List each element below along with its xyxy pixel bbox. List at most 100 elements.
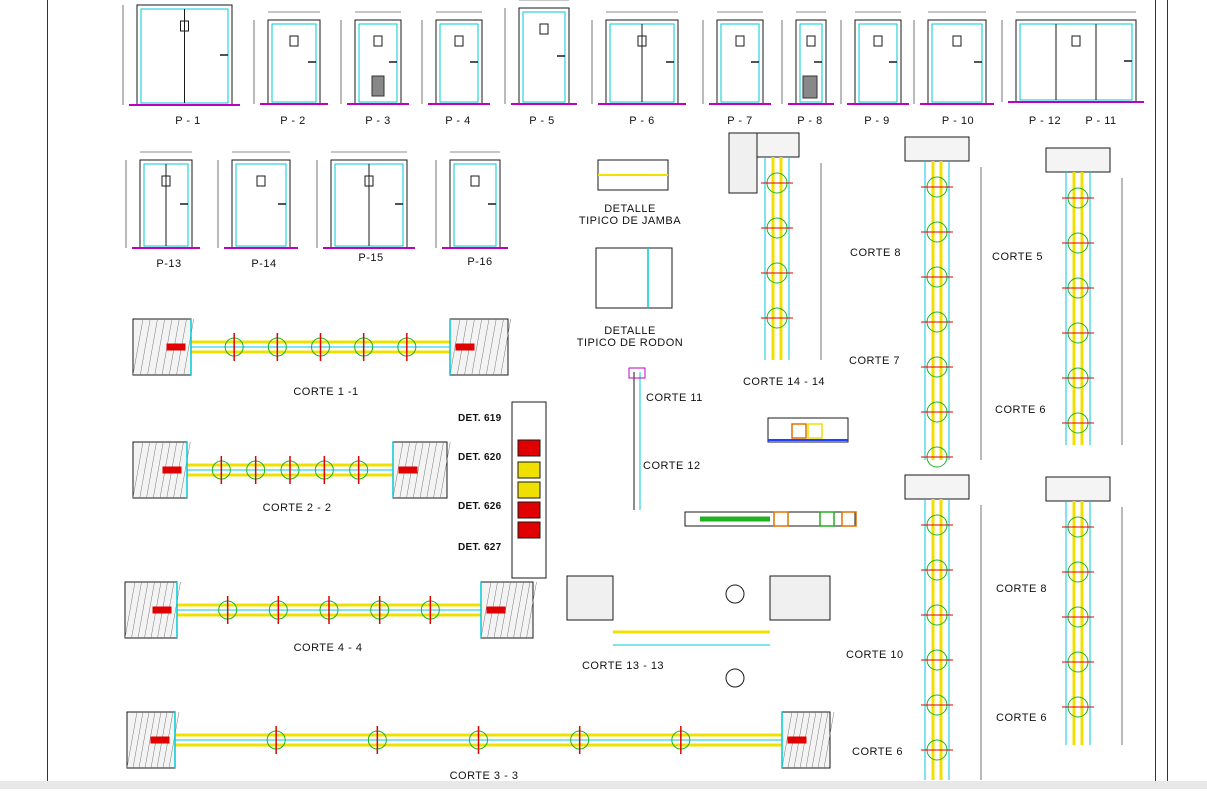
det-small (767, 417, 849, 443)
door-kick-panel (802, 75, 818, 99)
sheet-border-right-2 (1167, 0, 1168, 781)
door-vision-panel (454, 35, 464, 47)
door-leaf (1019, 23, 1133, 101)
section-label-c6c: CORTE 6 (996, 712, 1047, 724)
anchor (486, 606, 506, 614)
wall-hatch (154, 318, 165, 376)
detail-rodon-label: DETALLE TIPICO DE RODON (576, 325, 684, 349)
door-vision-panel (873, 35, 883, 47)
wall-hatch (506, 581, 518, 639)
section-label-c2: CORTE 2 - 2 (262, 502, 332, 514)
wall-hatch (817, 711, 829, 769)
wall-hatch (138, 711, 150, 769)
anchor (162, 466, 182, 474)
wall-hatch (147, 318, 158, 376)
door-leaf (522, 11, 566, 103)
door-vision-panel (637, 35, 647, 47)
slab-section (754, 132, 800, 158)
section-label-c13: CORTE 13 - 13 (581, 660, 665, 672)
anchor (398, 466, 418, 474)
wall-hatch (480, 581, 492, 639)
det-block-orange (791, 423, 807, 439)
door-frame (1015, 19, 1137, 103)
det-block (517, 521, 541, 539)
mullion-strip (684, 511, 856, 527)
det-label-627: DET. 627 (458, 542, 502, 553)
wall-hatch (146, 441, 157, 499)
column-section (566, 575, 614, 621)
door-label-p10: P - 10 (941, 115, 975, 127)
wall-hatch (170, 581, 181, 639)
det-block-green (819, 511, 835, 527)
anchor (150, 736, 170, 744)
wall-hatch (180, 441, 191, 499)
door-leaf (931, 23, 983, 103)
wall-hatch (139, 441, 150, 499)
wall-hatch (168, 711, 180, 769)
door-label-p16: P-16 (467, 256, 493, 268)
section-label-c11: CORTE 11 (646, 392, 703, 404)
wall-hatch (392, 441, 404, 499)
column-section (769, 575, 831, 621)
wall-hatch (471, 318, 482, 376)
door-leaf (358, 23, 398, 103)
slab-section (1045, 147, 1111, 173)
det-label-619: DET. 619 (458, 413, 502, 424)
door-vision-panel (1071, 35, 1081, 47)
wall-hatch (823, 711, 835, 769)
wall-hatch (124, 581, 136, 639)
door-label-p15: P-15 (358, 252, 384, 264)
door-label-p11: P - 11 (1085, 115, 1117, 127)
wall-hatch (500, 318, 511, 376)
wall-hatch (132, 711, 144, 769)
door-label-p5: P - 5 (529, 115, 555, 127)
pipe-section (725, 668, 745, 688)
door-label-p7: P - 7 (727, 115, 753, 127)
door-leaf (453, 163, 497, 247)
door-label-p8: P - 8 (797, 115, 823, 127)
section-label-c1: CORTE 1 -1 (293, 386, 359, 398)
section-label-c7: CORTE 7 (849, 355, 900, 367)
section-label-c8a: CORTE 8 (850, 247, 901, 259)
wall-hatch (132, 318, 144, 376)
door-vision-panel (289, 35, 299, 47)
door-label-p4: P - 4 (445, 115, 471, 127)
section-label-c6b: CORTE 6 (852, 746, 903, 758)
wall-hatch (426, 441, 437, 499)
door-vision-panel (256, 175, 266, 187)
door-leaf (720, 23, 760, 103)
section-label-c6a: CORTE 6 (995, 404, 1046, 416)
wall-hatch (126, 711, 138, 769)
section-label-c10: CORTE 10 (846, 649, 904, 661)
section-label-c5: CORTE 5 (992, 251, 1043, 263)
profile-head (628, 367, 646, 379)
door-label-p3: P - 3 (365, 115, 391, 127)
section-label-c3: CORTE 3 - 3 (449, 770, 519, 782)
door-leaf (858, 23, 898, 103)
wall-hatch (413, 441, 424, 499)
wall-hatch (493, 318, 504, 376)
det-block-yellow (807, 423, 823, 439)
detail-jamba-label: DETALLE TIPICO DE JAMBA (578, 203, 682, 227)
wall-hatch (526, 581, 537, 639)
wall-section (728, 132, 758, 194)
pipe-section (725, 584, 745, 604)
anchor (455, 343, 475, 351)
anchor (166, 343, 186, 351)
section-label-c14: CORTE 14 - 14 (742, 376, 826, 388)
door-vision-panel (539, 23, 549, 35)
door-vision-panel (180, 20, 189, 32)
det-column (511, 401, 547, 579)
det-block (517, 481, 541, 499)
door-vision-panel (806, 35, 816, 47)
det-block (517, 501, 541, 519)
door-label-p1: P - 1 (175, 115, 201, 127)
door-leaf (271, 23, 317, 103)
wall-hatch (440, 441, 451, 499)
detail-rodon-sketch (595, 247, 673, 309)
door-leaf (439, 23, 479, 103)
wall-hatch (805, 711, 817, 769)
det-block (517, 461, 541, 479)
door-vision-panel (364, 175, 374, 187)
door-kick-panel (371, 75, 385, 97)
